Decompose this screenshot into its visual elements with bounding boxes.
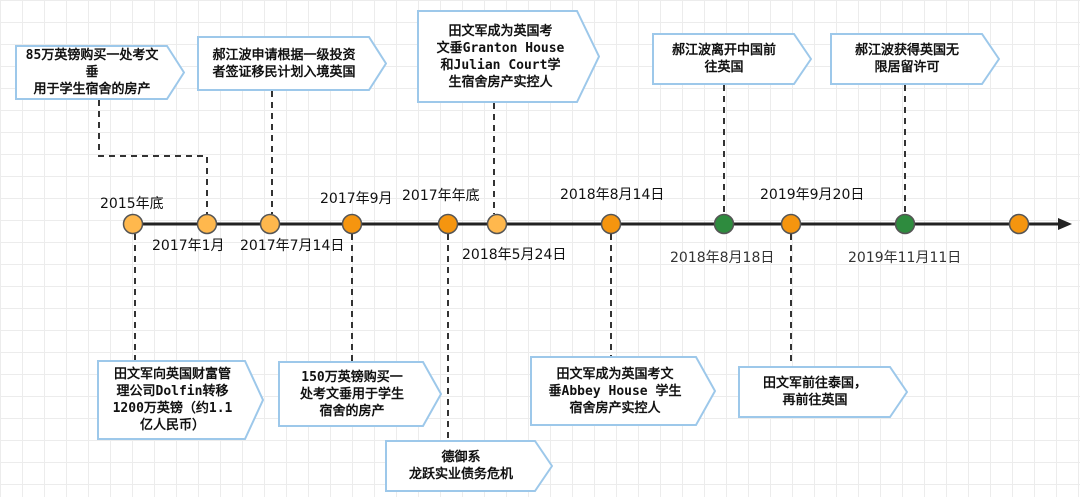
callout-shape bbox=[738, 366, 908, 418]
date-label: 2019年11月11日 bbox=[848, 250, 962, 266]
timeline-arrow-head bbox=[1058, 218, 1072, 230]
callout-shape bbox=[830, 33, 1000, 85]
event-dot bbox=[196, 213, 218, 235]
callout-shape bbox=[15, 45, 185, 100]
date-label: 2015年底 bbox=[100, 196, 164, 212]
note-text: 田文军成为英国考 文垂Granton House 和Julian Court学 … bbox=[436, 23, 565, 90]
connector-line bbox=[98, 100, 208, 214]
event-dot bbox=[1008, 213, 1030, 235]
callout-shape bbox=[417, 10, 600, 103]
note-text: 田文军向英国财富管 理公司Dolfin转移 1200万英镑（约1.1 亿人民币） bbox=[112, 367, 233, 433]
note-box-leave-china: 郝江波离开中国前 往英国 bbox=[652, 33, 812, 85]
note-text: 郝江波申请根据一级投资 者签证移民计划入境英国 bbox=[212, 47, 356, 80]
note-box-granton-house: 田文军成为英国考 文垂Granton House 和Julian Court学 … bbox=[417, 10, 600, 103]
note-box-indefinite-leave: 郝江波获得英国无 限居留许可 bbox=[830, 33, 1000, 85]
note-box-investor-visa: 郝江波申请根据一级投资 者签证移民计划入境英国 bbox=[197, 36, 387, 91]
note-text: 85万英镑购买一处考文垂 用于学生宿舍的房产 bbox=[25, 48, 159, 97]
event-dot bbox=[341, 213, 363, 235]
note-box-thailand-uk: 田文军前往泰国， 再前往英国 bbox=[738, 366, 908, 418]
date-label: 2018年8月18日 bbox=[670, 250, 775, 266]
callout-shape bbox=[278, 361, 442, 427]
date-label: 2018年5月24日 bbox=[462, 247, 567, 263]
event-dot bbox=[122, 213, 144, 235]
date-label: 2018年8月14日 bbox=[560, 187, 665, 203]
callout-shape bbox=[97, 360, 264, 440]
note-box-dolfin-transfer: 田文军向英国财富管 理公司Dolfin转移 1200万英镑（约1.1 亿人民币） bbox=[97, 360, 264, 440]
callout-shape bbox=[385, 440, 553, 492]
date-label: 2019年9月20日 bbox=[760, 187, 865, 203]
date-label: 2017年1月 bbox=[152, 238, 225, 254]
note-text: 150万英镑购买一 处考文垂用于学生 宿舍的房产 bbox=[299, 369, 404, 419]
event-dot bbox=[259, 213, 281, 235]
note-box-2015-property: 85万英镑购买一处考文垂 用于学生宿舍的房产 bbox=[15, 45, 185, 100]
event-dot bbox=[486, 213, 508, 235]
note-text: 田文军前往泰国， 再前往英国 bbox=[762, 376, 867, 408]
note-text: 德御系 龙跃实业债务危机 bbox=[408, 450, 513, 482]
note-box-2017-property: 150万英镑购买一 处考文垂用于学生 宿舍的房产 bbox=[278, 361, 442, 427]
callout-shape bbox=[530, 356, 716, 426]
note-text: 郝江波获得英国无 限居留许可 bbox=[854, 43, 959, 75]
date-label: 2017年7月14日 bbox=[240, 238, 345, 254]
note-box-debt-crisis: 德御系 龙跃实业债务危机 bbox=[385, 440, 553, 492]
date-label: 2017年年底 bbox=[402, 188, 480, 204]
note-text: 田文军成为英国考文 垂Abbey House 学生 宿舍房产实控人 bbox=[548, 366, 682, 416]
event-dots bbox=[122, 213, 1030, 235]
event-dot bbox=[780, 213, 802, 235]
date-label: 2017年9月 bbox=[320, 191, 393, 207]
event-dot bbox=[600, 213, 622, 235]
event-dot bbox=[437, 213, 459, 235]
connector-lines bbox=[98, 85, 906, 440]
event-dot bbox=[713, 213, 735, 235]
note-box-abbey-house: 田文军成为英国考文 垂Abbey House 学生 宿舍房产实控人 bbox=[530, 356, 716, 426]
note-text: 郝江波离开中国前 往英国 bbox=[671, 43, 776, 75]
callout-shape bbox=[652, 33, 812, 85]
event-dot bbox=[894, 213, 916, 235]
callout-shape bbox=[197, 36, 387, 91]
